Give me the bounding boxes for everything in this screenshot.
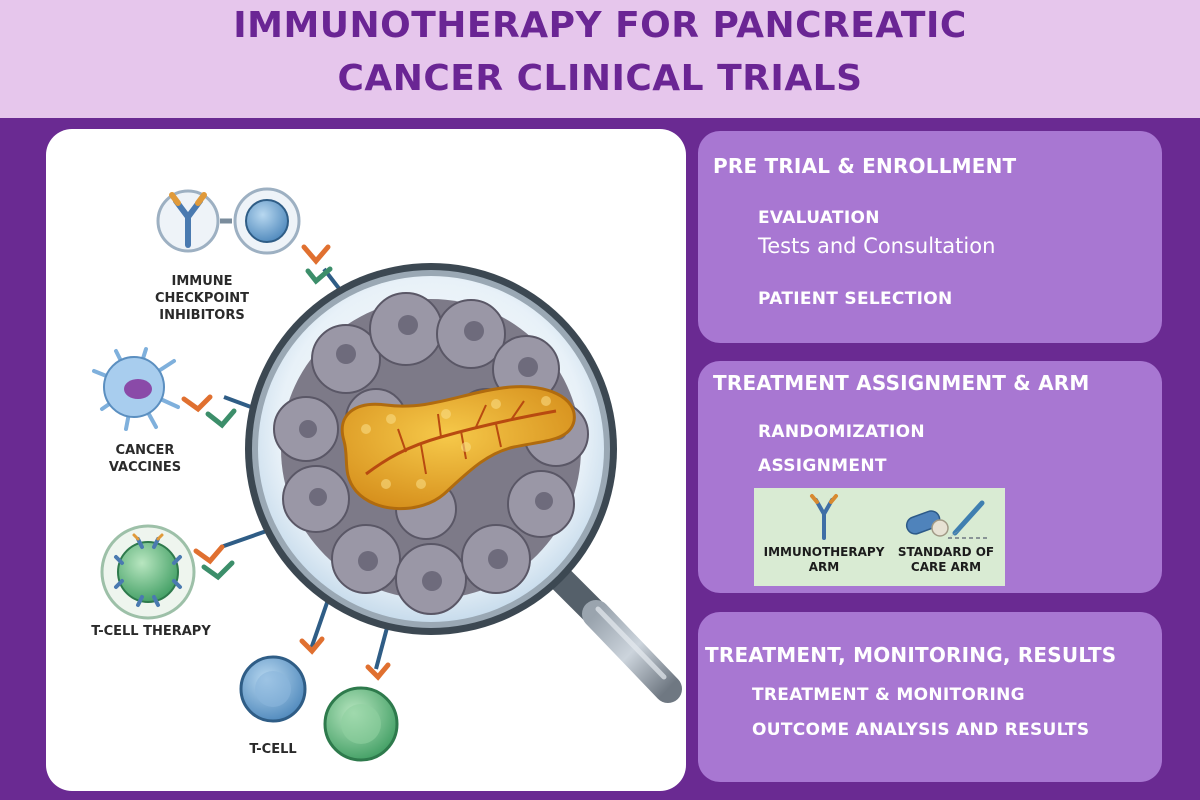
treatment-arms-box: IMMUNOTHERAPY ARM STANDARD OF CARE ARM — [754, 488, 1005, 586]
standard-care-arm-label: STANDARD OF CARE ARM — [894, 545, 998, 575]
checkpoint-inhibitor-icon — [156, 187, 301, 255]
pancreas-organ — [340, 385, 576, 511]
treatment-arms-graphic — [810, 494, 990, 540]
pill-icon — [905, 510, 949, 537]
immunotherapy-illustration — [92, 187, 682, 762]
magnifier-handle — [548, 566, 682, 703]
treatment-monitoring-item: TREATMENT & MONITORING — [752, 685, 1025, 705]
tcell-therapy-icon — [100, 524, 235, 620]
scalpel-icon — [946, 500, 990, 540]
outcome-analysis-item: OUTCOME ANALYSIS AND RESULTS — [752, 720, 1090, 740]
results-heading: TREATMENT, MONITORING, RESULTS — [705, 643, 1117, 667]
page-title-line-1: IMMUNOTHERAPY FOR PANCREATIC — [233, 5, 967, 46]
tcell-green-icon — [323, 662, 399, 762]
patient-selection-item: PATIENT SELECTION — [758, 289, 953, 309]
assignment-heading: TREATMENT ASSIGNMENT & ARM — [713, 371, 1090, 395]
vaccines-label-line-2: VACCINES — [108, 460, 182, 475]
standard-care-arm-line-1: STANDARD OF — [897, 545, 995, 559]
magnifier-lens — [245, 263, 617, 635]
checkpoint-receptor-icon — [301, 244, 333, 285]
tcell-therapy-label: T-CELL THERAPY — [91, 624, 211, 639]
assignment-item: ASSIGNMENT — [758, 456, 887, 476]
page-title-line-2: CANCER CLINICAL TRIALS — [337, 58, 863, 99]
cancer-vaccine-icon — [92, 347, 237, 431]
randomization-item: RANDOMIZATION — [758, 422, 925, 442]
pre-trial-panel — [698, 131, 1162, 343]
immunotherapy-arm-label: IMMUNOTHERAPY ARM — [762, 545, 886, 575]
checkpoint-label-line-3: INHIBITORS — [159, 308, 245, 323]
immunotherapy-arm-line-1: IMMUNOTHERAPY — [763, 545, 885, 559]
checkpoint-label-line-2: CHECKPOINT — [154, 291, 250, 306]
cancer-vaccines-label: CANCER VACCINES — [90, 442, 200, 476]
immunotherapy-arm-line-2: ARM — [808, 560, 840, 574]
vaccines-label-line-1: CANCER — [115, 443, 175, 458]
pre-trial-heading: PRE TRIAL & ENROLLMENT — [713, 154, 1017, 178]
evaluation-detail: Tests and Consultation — [758, 234, 996, 258]
tcell-blue-icon — [239, 636, 325, 723]
evaluation-item: EVALUATION — [758, 208, 880, 228]
results-panel — [698, 612, 1162, 782]
standard-care-arm-line-2: CARE ARM — [910, 560, 982, 574]
illustration-card: IMMUNE CHECKPOINT INHIBITORS CANCER VACC… — [46, 129, 686, 791]
tcell-label: T-CELL — [249, 742, 297, 757]
header-banner: IMMUNOTHERAPY FOR PANCREATIC CANCER CLIN… — [0, 0, 1200, 118]
checkpoint-inhibitors-label: IMMUNE CHECKPOINT INHIBITORS — [142, 273, 262, 324]
checkpoint-label-line-1: IMMUNE — [171, 274, 233, 289]
antibody-icon — [810, 494, 838, 540]
